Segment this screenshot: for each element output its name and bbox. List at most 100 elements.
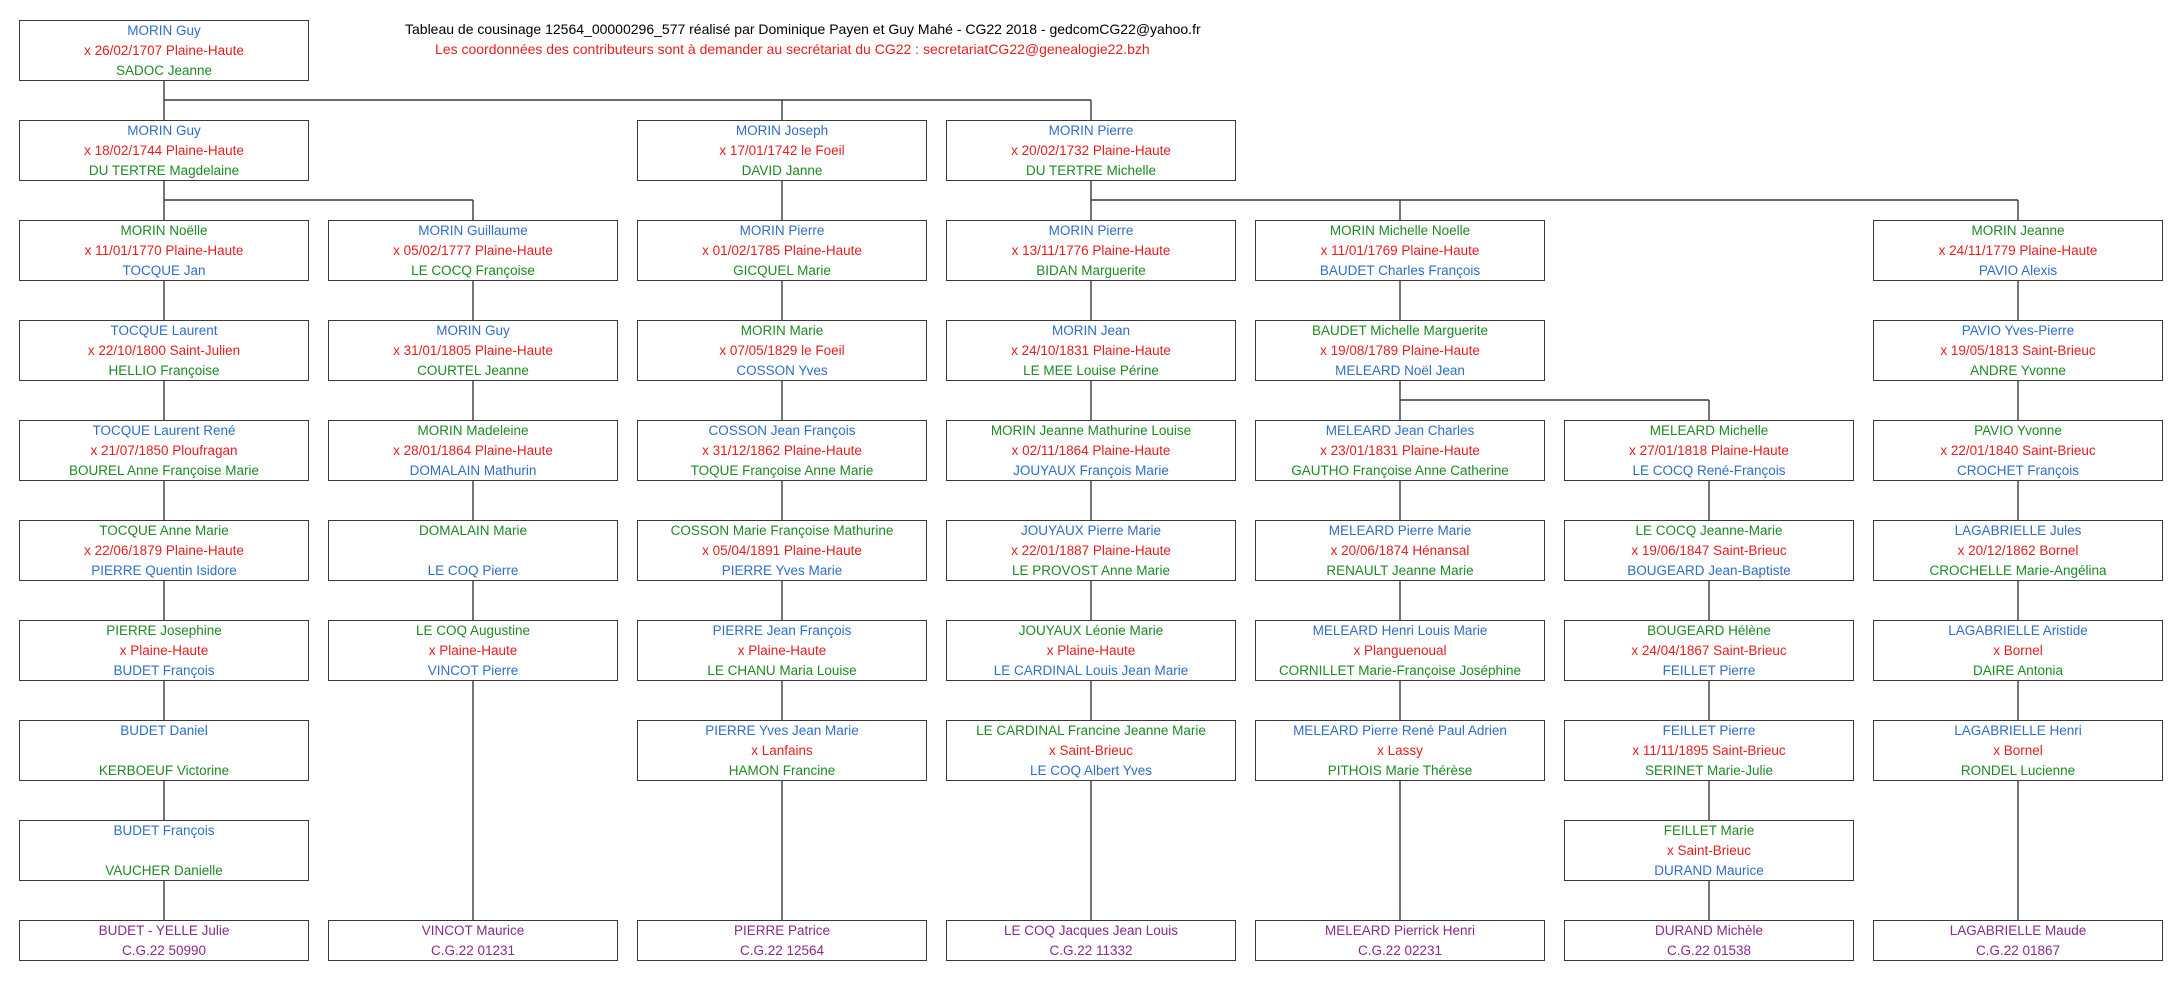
marriage-info: x 19/06/1847 Saint-Brieuc bbox=[1631, 543, 1787, 558]
marriage-info: x Bornel bbox=[1993, 743, 2043, 758]
contributor-number: C.G.22 01231 bbox=[430, 943, 516, 958]
person-name: MELEARD Henri Louis Marie bbox=[1312, 623, 1488, 638]
contributor-name: LAGABRIELLE Maude bbox=[1949, 923, 2087, 938]
marriage-info: x 18/02/1744 Plaine-Haute bbox=[84, 143, 244, 158]
marriage-info: x Bornel bbox=[1993, 643, 2043, 658]
person-name: LAGABRIELLE Jules bbox=[1954, 523, 2082, 538]
person-name: MORIN Jean bbox=[1051, 323, 1131, 338]
person-name: MORIN Joseph bbox=[735, 123, 829, 138]
person-name: PAVIO Yvonne bbox=[1974, 423, 2062, 438]
spouse-name: RENAULT Jeanne Marie bbox=[1326, 563, 1474, 578]
spouse-name: BIDAN Marguerite bbox=[1036, 263, 1146, 278]
spouse-name: COURTEL Jeanne bbox=[417, 363, 529, 378]
spouse-name: PIERRE Quentin Isidore bbox=[91, 563, 237, 578]
marriage-info: x 20/06/1874 Hénansal bbox=[1330, 543, 1470, 558]
marriage-info: x 22/10/1800 Saint-Julien bbox=[87, 343, 241, 358]
marriage-info: x 20/12/1862 Bornel bbox=[1957, 543, 2079, 558]
marriage-info: x 24/04/1867 Saint-Brieuc bbox=[1631, 643, 1787, 658]
person-name: MORIN Guillaume bbox=[418, 223, 528, 238]
person-name: FEILLET Marie bbox=[1663, 823, 1755, 838]
spouse-name: VAUCHER Danielle bbox=[105, 863, 223, 878]
marriage-info: x 07/05/1829 le Foeil bbox=[719, 343, 845, 358]
person-name: MORIN Jeanne bbox=[1971, 223, 2065, 238]
spouse-name: BUDET François bbox=[113, 663, 215, 678]
marriage-info: x 31/12/1862 Plaine-Haute bbox=[702, 443, 862, 458]
marriage-info: x 17/01/1742 le Foeil bbox=[719, 143, 845, 158]
person-name: BUDET François bbox=[113, 823, 215, 838]
spouse-name: MELEARD Noël Jean bbox=[1335, 363, 1465, 378]
spouse-name: DAIRE Antonia bbox=[1972, 663, 2064, 678]
marriage-info: x Lassy bbox=[1377, 743, 1423, 758]
person-name: MELEARD Pierre Marie bbox=[1328, 523, 1472, 538]
spouse-name: LE COCQ Françoise bbox=[411, 263, 535, 278]
spouse-name: ANDRE Yvonne bbox=[1970, 363, 2066, 378]
spouse-name: DU TERTRE Michelle bbox=[1025, 163, 1157, 178]
person-name: MORIN Pierre bbox=[1048, 123, 1134, 138]
person-box-r5-col6: LE COCQ Jeanne-Marie x 19/06/1847 Saint-B… bbox=[1564, 520, 1854, 581]
marriage-info: x 26/02/1707 Plaine-Haute bbox=[84, 43, 244, 58]
person-name: TOCQUE Laurent René bbox=[92, 423, 236, 438]
marriage-info: x 24/10/1831 Plaine-Haute bbox=[1011, 343, 1171, 358]
contributor-name: PIERRE Patrice bbox=[733, 923, 831, 938]
spouse-name: LE CHANU Maria Louise bbox=[707, 663, 857, 678]
spouse-name: KERBOEUF Victorine bbox=[98, 763, 230, 778]
spouse-name: JOUYAUX François Marie bbox=[1013, 463, 1169, 478]
marriage-info: x 23/01/1831 Plaine-Haute bbox=[1320, 443, 1480, 458]
marriage-info: x 01/02/1785 Plaine-Haute bbox=[702, 243, 862, 258]
contributor-name: LE COQ Jacques Jean Louis bbox=[1003, 923, 1179, 938]
person-name: MORIN Guy bbox=[127, 23, 201, 38]
spouse-name: COSSON Yves bbox=[736, 363, 828, 378]
contributor-name: DURAND Michèle bbox=[1654, 923, 1764, 938]
spouse-name: SERINET Marie-Julie bbox=[1644, 763, 1774, 778]
person-name: BAUDET Michelle Marguerite bbox=[1311, 323, 1489, 338]
person-name: MORIN Jeanne Mathurine Louise bbox=[990, 423, 1192, 438]
contributor-name: BUDET - YELLE Julie bbox=[98, 923, 230, 938]
spouse-name: BAUDET Charles François bbox=[1319, 263, 1481, 278]
person-name: PAVIO Yves-Pierre bbox=[1961, 323, 2075, 338]
spouse-name: TOQUE Françoise Anne Marie bbox=[690, 463, 874, 478]
person-name: TOCQUE Laurent bbox=[110, 323, 218, 338]
spouse-name: BOUREL Anne Françoise Marie bbox=[68, 463, 260, 478]
marriage-info: x 27/01/1818 Plaine-Haute bbox=[1629, 443, 1789, 458]
person-name: BUDET Daniel bbox=[120, 723, 208, 738]
spouse-name: FEILLET Pierre bbox=[1662, 663, 1756, 678]
marriage-info: x 21/07/1850 Ploufragan bbox=[90, 443, 238, 458]
spouse-name: VINCOT Pierre bbox=[427, 663, 519, 678]
marriage-info: x 22/01/1887 Plaine-Haute bbox=[1011, 543, 1171, 558]
marriage-info: x 31/01/1805 Plaine-Haute bbox=[393, 343, 553, 358]
spouse-name: PITHOIS Marie Thérèse bbox=[1327, 763, 1473, 778]
contributor-name: MELEARD Pierrick Henri bbox=[1324, 923, 1476, 938]
spouse-name: DAVID Janne bbox=[741, 163, 823, 178]
person-name: FEILLET Pierre bbox=[1662, 723, 1756, 738]
person-name: LAGABRIELLE Aristide bbox=[1948, 623, 2088, 638]
marriage-info: x 22/06/1879 Plaine-Haute bbox=[84, 543, 244, 558]
person-name: MORIN Pierre bbox=[1048, 223, 1134, 238]
spouse-name: LE COQ Albert Yves bbox=[1029, 763, 1153, 778]
person-name: LE COCQ Jeanne-Marie bbox=[1635, 523, 1783, 538]
spouse-name: LE MEE Louise Périne bbox=[1023, 363, 1159, 378]
spouse-name: PAVIO Alexis bbox=[1978, 263, 2058, 278]
